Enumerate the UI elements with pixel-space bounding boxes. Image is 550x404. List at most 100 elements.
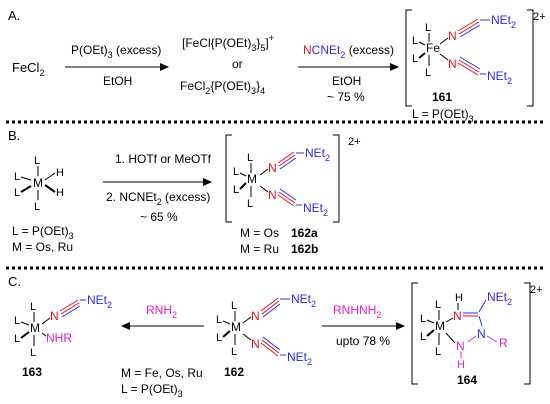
arrow-c-right-yield: upto 78 % [336,334,390,348]
b-l-lower-left: L [233,184,239,196]
net2-upper: NEt2 [491,13,516,30]
c164-n1: N [453,309,462,323]
b-triple-upper-3 [279,157,297,170]
triple-bond-upper-2 [458,21,480,35]
arrow-a2-yield: ~ 75 % [327,90,365,104]
bracket-right-164 [524,282,531,385]
bond-fe-n-upper [439,37,449,45]
triple-bond-upper-1 [457,18,479,32]
precursor-h-lower: H [56,187,64,199]
c162-triple-upper-1 [260,297,279,312]
arrow-c-left-reagent: RNH2 [146,303,177,320]
c164-l-left: L [420,313,426,325]
b-l-left: L [233,166,239,178]
c162-metal: M [231,320,241,334]
arrow-b-step2: 2. NCNEt2 (excess) [106,190,210,207]
c162-l-left: L [216,314,222,326]
c164-bond-c-n2 [478,315,483,327]
ru-definition: M = Ru [240,242,279,256]
panel-a-label: A. [8,8,20,23]
c164-n2: N [477,327,486,341]
c162-n-upper: N [251,309,260,323]
c162-bond-m-n-upper [242,316,252,324]
precursor-l-lower-left: L [14,187,20,199]
compound-162b: 162b [291,242,318,256]
intermediate-fecl-p5: [FeCl{P(OEt)3}5]+ [182,33,274,53]
c164-bond-m-n1 [445,317,454,323]
compound-162: 162 [224,365,244,379]
precursor-l-left: L [14,171,20,183]
c163-l-bottom: L [30,347,36,359]
net2-lower: NEt2 [487,69,512,86]
c162-bond-lower-left [222,330,231,338]
c162-bond-m-n-lower [242,333,252,341]
c163-l-top: L [30,301,36,313]
bracket-right-162ab [333,134,340,223]
c164-h1: H [455,292,463,304]
b-net2-lower: NEt2 [303,201,328,218]
triple-bond-lower-1 [457,62,479,76]
ligand-definition-b: L = P(OEt)3 [12,224,74,241]
metal-definition-c: M = Fe, Os, Ru [121,366,203,380]
b-bond-m-n-upper [259,168,269,176]
metal-m-b: M [247,172,257,186]
c164-l-top: L [435,299,441,311]
panel-c-label: C. [8,274,21,289]
c164-bond-n2-n3 [467,335,477,343]
c164-bond-n3-m [445,332,456,344]
c162-net2-lower: NEt2 [287,350,312,367]
panel-b-label: B. [8,128,20,143]
precursor-h-upper: H [56,167,64,179]
c164-r: R [499,336,508,350]
n-lower-coordinated: N [448,57,457,71]
charge-161: 2+ [533,11,546,23]
c163-bond-left [20,321,30,326]
c163-triple-2 [60,302,80,315]
b-n-lower: N [268,188,277,202]
ligand-l-lower-left: L [412,53,418,65]
c162-l-bottom: L [231,346,237,358]
c163-triple-3 [61,305,81,318]
panel-c: C. M L L L L N NEt2 NHR 163 RNH2 M = Fe,… [8,274,543,399]
os-definition: M = Os [240,226,279,240]
b-triple-lower-1 [277,194,295,207]
b-n-upper: N [268,161,277,175]
c164-net2: NEt2 [487,290,512,307]
arrow-a2-reagent: NCNEt2 (excess) [303,43,394,60]
c162-l-top: L [231,300,237,312]
bond-fe-n-lower [439,53,449,61]
precursor-metal: M [33,176,43,190]
b-l-top: L [247,152,253,164]
c162-n-lower: N [251,337,260,351]
c162-triple-upper-2 [261,300,280,315]
charge-162ab: 2+ [348,136,361,148]
arrow-c-right-reagent: RNHNH2 [333,303,381,320]
precursor-l-bottom: L [34,201,40,213]
bracket-right-161 [527,9,534,107]
c164-l-lower-left: L [420,331,426,343]
b-bond-m-n-lower [259,185,269,193]
precursor-bond-h-upper [44,172,56,181]
c164-bond-n2-r [486,335,498,343]
bracket-left-162ab [225,134,232,223]
triple-bond-upper-3 [459,24,481,38]
c162-triple-lower-2 [261,339,280,354]
c162-triple-lower-3 [262,336,281,351]
precursor-bond-h-lower [44,184,56,193]
precursor-bond-lower-left [20,185,32,193]
bond-fe-l-lower-left [418,52,426,59]
c163-bond-lower-left [20,331,30,339]
b-triple-upper-2 [278,154,296,167]
c163-n: N [50,309,59,323]
compound-163: 163 [22,365,42,379]
c163-net2: NEt2 [87,293,112,310]
c163-bond-m-n [41,317,51,325]
c164-bond-c-net2 [478,299,487,313]
triple-bond-lower-3 [459,56,481,70]
bond-fe-l-left [418,41,426,46]
c164-bond-left [426,319,435,324]
triple-bond-lower-2 [458,59,480,73]
c162-bond-left [222,320,231,325]
arrow-a1-solvent: EtOH [103,74,132,88]
arrow-b-yield: ~ 65 % [140,210,178,224]
